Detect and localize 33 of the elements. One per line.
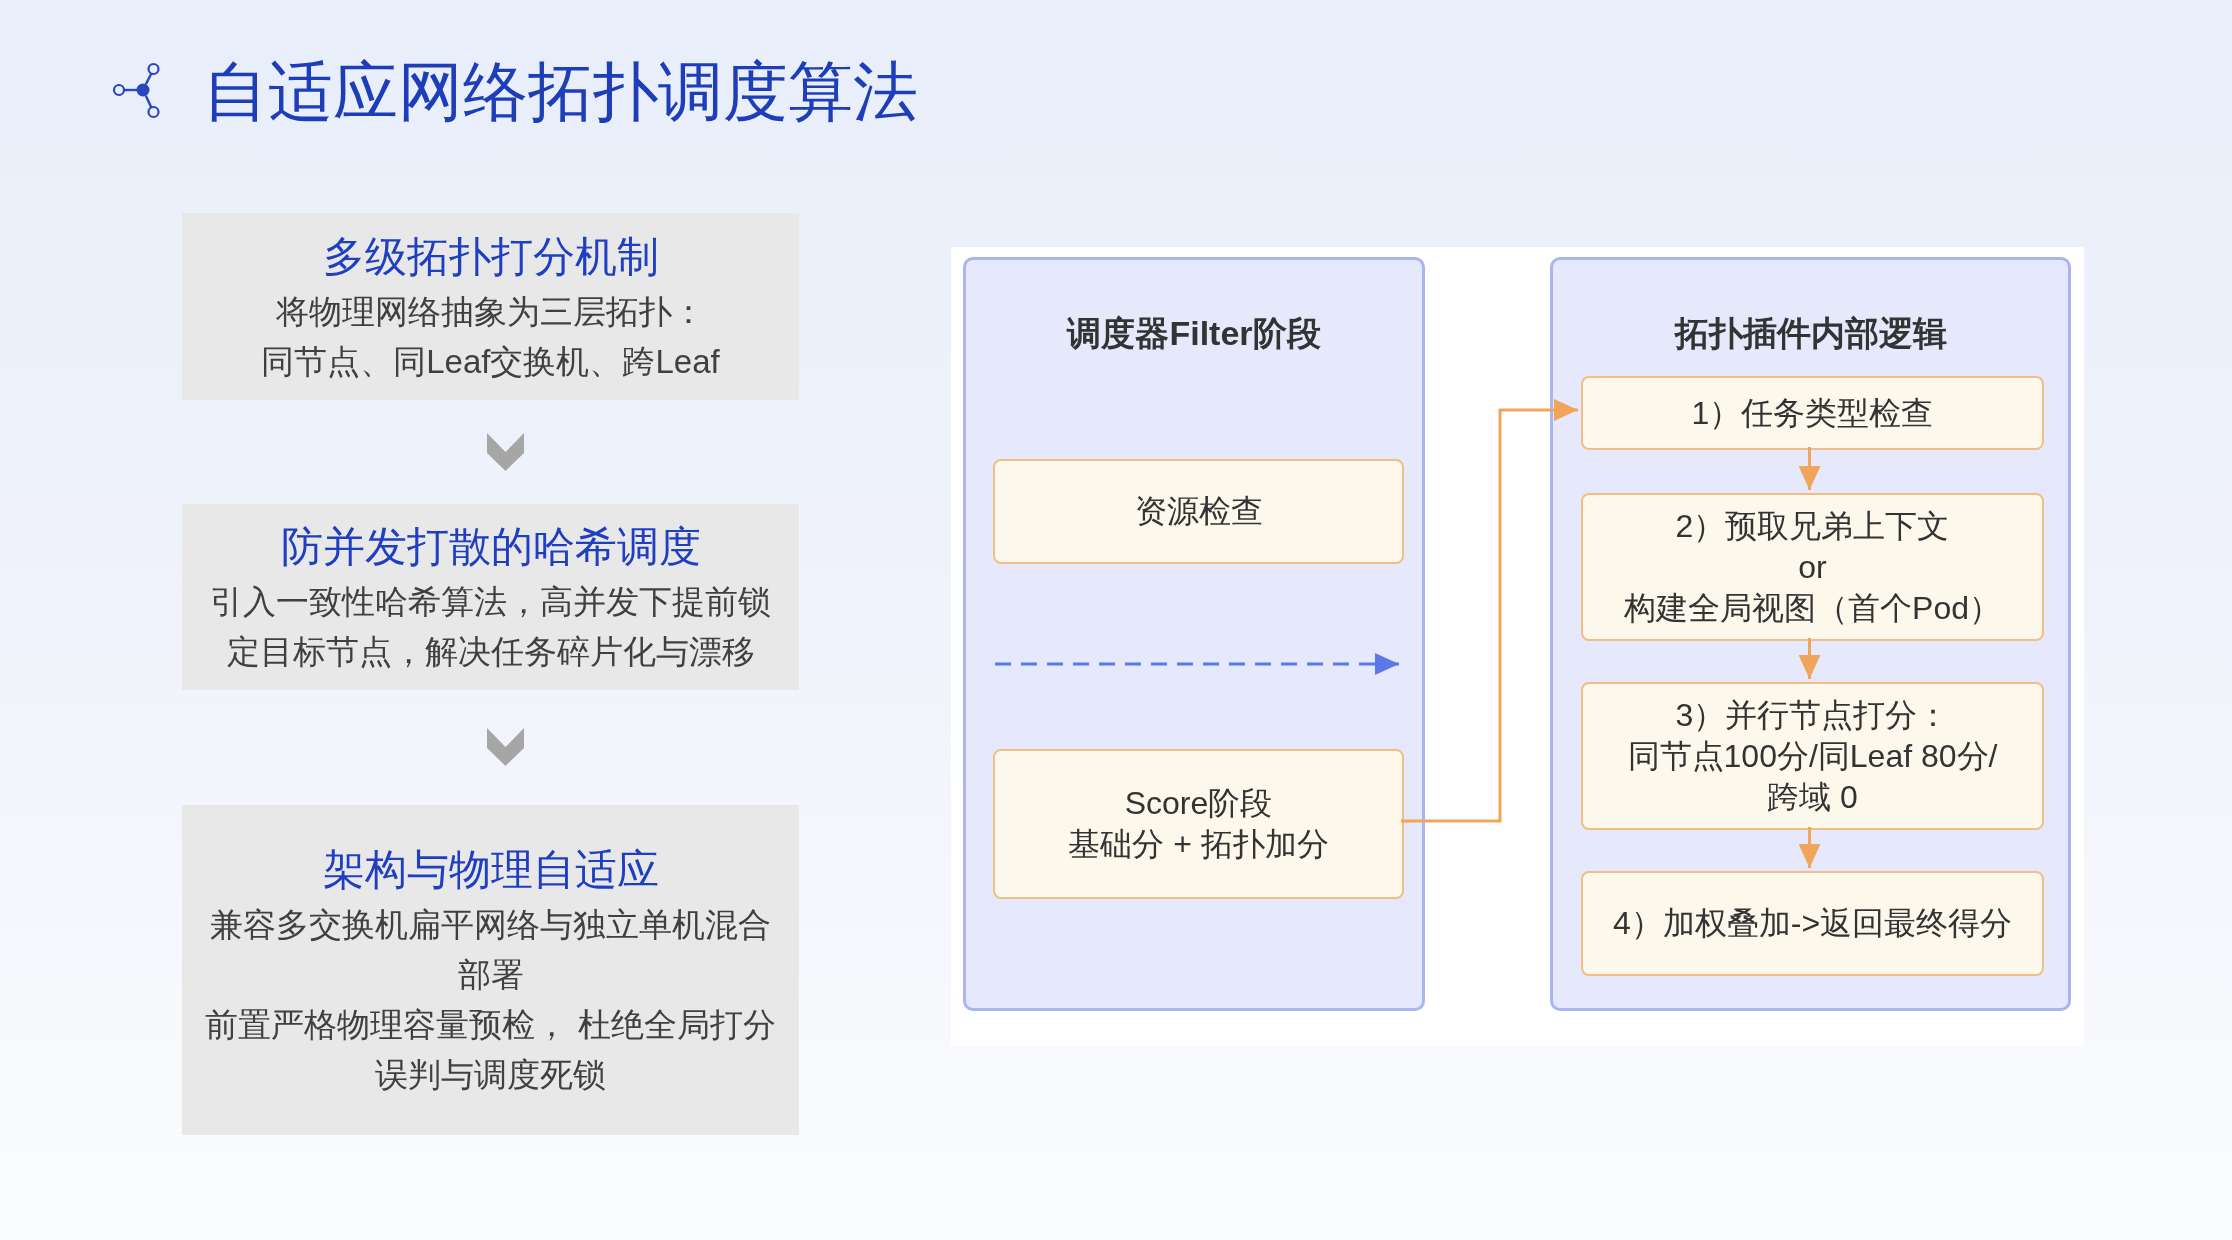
panel-title: 拓扑插件内部逻辑 [1674, 313, 1947, 354]
step-box [1581, 376, 2044, 450]
step-text: 基础分 + 拓扑加分 [1068, 825, 1329, 864]
step-box [1581, 871, 2044, 976]
step-text: Score阶段 [1124, 784, 1273, 823]
group-panel [963, 257, 1425, 1011]
step-box [993, 459, 1404, 564]
arrow [1798, 638, 1821, 679]
title: 自适应网络拓扑调度算法 [203, 56, 918, 128]
step-text: 4）加权叠加->返回最终得分 [1612, 904, 2013, 943]
card-text: 同节点、同Leaf交换机、跨Leaf [261, 341, 720, 382]
step-box [1581, 493, 2044, 641]
step-text: 2）预取兄弟上下文 [1675, 506, 1950, 546]
card-text: 引入一致性哈希算法，高并发下提前锁定目标节点，解决任务碎片化与漂移 [209, 582, 772, 672]
step-box [1581, 682, 2044, 830]
group-panel [1550, 257, 2071, 1011]
step-text: 3）并行节点打分： [1675, 695, 1950, 735]
arrow [1798, 447, 1821, 490]
card-text: 将物理网络抽象为三层拓扑： [276, 291, 705, 332]
card-text: 前置严格物理容量预检， 杜绝全局打分误判与调度死锁 [204, 1005, 777, 1095]
card-heading: 多级拓扑打分机制 [322, 231, 659, 282]
card-text: 兼容多交换机扁平网络与独立单机混合部署 [209, 905, 772, 995]
card-heading: 防并发打散的哈希调度 [280, 522, 701, 572]
step-box [993, 749, 1404, 899]
arrow [1798, 827, 1821, 868]
card-heading: 架构与物理自适应 [322, 845, 659, 895]
step-text: 1）任务类型检查 [1691, 393, 1934, 433]
panel-title: 调度器Filter阶段 [1067, 313, 1321, 354]
step-text: or [1798, 547, 1827, 587]
step-text: 同节点100分/同Leaf 80分/跨域 0 [1626, 736, 1999, 817]
chevron-arrow [487, 728, 524, 766]
step-text: 构建全局视图（首个Pod） [1624, 588, 2001, 628]
step-text: 资源检查 [1134, 492, 1263, 531]
